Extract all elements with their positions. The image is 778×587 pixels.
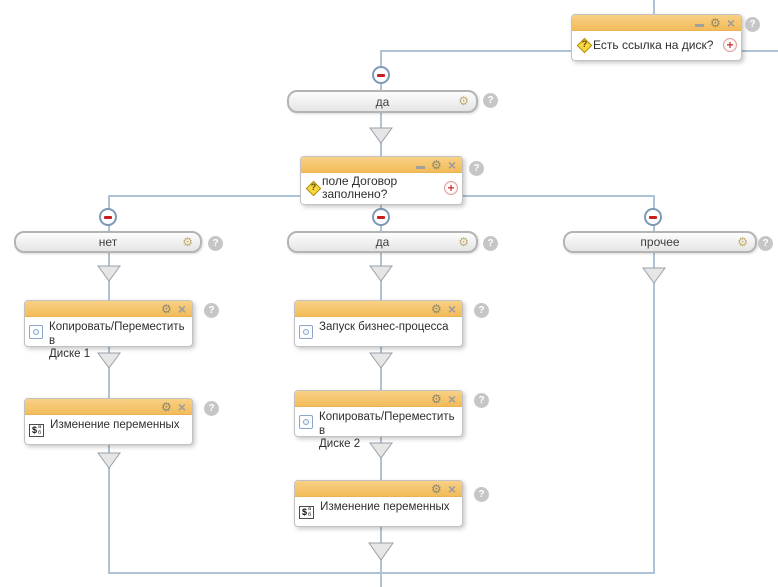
help-icon[interactable]: ? <box>474 393 489 408</box>
branch-label-other[interactable]: прочее ⚙ <box>563 231 757 253</box>
help-icon[interactable]: ? <box>758 236 773 251</box>
gear-icon[interactable]: ⚙ <box>458 94 469 108</box>
activity-block-start-bp[interactable]: ⚙ × Запуск бизнес-процесса <box>294 300 463 347</box>
branch-label-text: нет <box>98 235 118 249</box>
block-header: ⚙ × <box>295 391 462 407</box>
add-branch-button[interactable]: + <box>444 181 458 195</box>
gear-icon[interactable]: ⚙ <box>161 399 172 414</box>
block-header: ⚙ × <box>301 157 462 173</box>
collapse-branch-button[interactable] <box>372 208 390 226</box>
collapse-branch-button[interactable] <box>372 66 390 84</box>
minus-icon <box>377 216 385 219</box>
activity-title: Изменение переменных <box>50 419 180 431</box>
minus-icon <box>649 216 657 219</box>
condition-title: Есть ссылка на диск? <box>593 37 714 52</box>
collapse-branch-button[interactable] <box>99 208 117 226</box>
connector-line <box>108 572 655 574</box>
block-body: Копировать/Переместить в Диске 1 <box>25 317 192 360</box>
close-icon[interactable]: × <box>447 390 456 407</box>
help-icon[interactable]: ? <box>204 303 219 318</box>
condition-icon: ? <box>305 180 322 197</box>
help-icon[interactable]: ? <box>474 487 489 502</box>
help-icon[interactable]: ? <box>204 401 219 416</box>
activity-block-copy-disk1[interactable]: ⚙ × Копировать/Переместить в Диске 1 <box>24 300 193 360</box>
flow-arrow-icon <box>369 352 393 369</box>
branch-label-text: да <box>375 94 390 109</box>
close-icon[interactable]: × <box>447 156 456 173</box>
help-icon[interactable]: ? <box>474 303 489 318</box>
help-icon[interactable]: ? <box>208 236 223 251</box>
flow-arrow-icon <box>369 127 393 144</box>
block-header: ⚙ × <box>25 399 192 415</box>
activity-title: Копировать/Переместить в Диске 2 <box>319 411 455 450</box>
close-icon[interactable]: × <box>177 300 186 317</box>
close-icon[interactable]: × <box>726 14 735 31</box>
add-branch-button[interactable]: + <box>723 38 737 52</box>
gear-icon[interactable]: ⚙ <box>431 157 442 172</box>
block-body: ? Есть ссылка на диск? + <box>572 31 741 59</box>
connector-line <box>653 195 655 574</box>
close-icon[interactable]: × <box>177 398 186 415</box>
help-icon[interactable]: ? <box>483 236 498 251</box>
activity-block-copy-disk2[interactable]: ⚙ × Копировать/Переместить в Диске 2 <box>294 390 463 450</box>
minimize-icon[interactable] <box>416 166 426 169</box>
branch-label-text: прочее <box>640 235 680 249</box>
flow-arrow-icon <box>369 265 393 282</box>
condition-block-disk-link[interactable]: ⚙ × ? Есть ссылка на диск? + <box>571 14 742 61</box>
close-icon[interactable]: × <box>447 300 456 317</box>
activity-icon <box>299 325 313 339</box>
gear-icon[interactable]: ⚙ <box>182 235 193 249</box>
condition-block-contract[interactable]: ⚙ × ? поле Договор заполнено? + <box>300 156 463 205</box>
block-body: Запуск бизнес-процесса <box>295 317 462 345</box>
gear-icon[interactable]: ⚙ <box>737 235 748 249</box>
branch-label-yes[interactable]: да ⚙ <box>287 231 478 253</box>
block-header: ⚙ × <box>572 15 741 31</box>
flow-arrow-icon <box>97 452 121 469</box>
flow-arrow-icon <box>97 352 121 369</box>
activity-title: Изменение переменных <box>320 501 450 513</box>
minus-icon <box>377 74 385 77</box>
minimize-icon[interactable] <box>695 24 705 27</box>
activity-title: Запуск бизнес-процесса <box>319 321 449 333</box>
gear-icon[interactable]: ⚙ <box>431 481 442 496</box>
gear-icon[interactable]: ⚙ <box>161 301 172 316</box>
branch-label-no[interactable]: нет ⚙ <box>14 231 202 253</box>
block-header: ⚙ × <box>295 481 462 497</box>
gear-icon[interactable]: ⚙ <box>710 15 721 30</box>
close-icon[interactable]: × <box>447 480 456 497</box>
activity-icon <box>29 325 43 339</box>
flow-arrow-icon <box>369 442 393 459</box>
gear-icon[interactable]: ⚙ <box>431 391 442 406</box>
branch-label-text: да <box>375 235 390 249</box>
gear-icon[interactable]: ⚙ <box>431 301 442 316</box>
branch-label-yes-top[interactable]: да ⚙ <box>287 90 478 113</box>
minus-icon <box>104 216 112 219</box>
help-icon[interactable]: ? <box>469 161 484 176</box>
block-body: ? поле Договор заполнено? + <box>301 173 462 203</box>
activity-icon <box>299 415 313 429</box>
block-body: Копировать/Переместить в Диске 2 <box>295 407 462 450</box>
gear-icon[interactable]: ⚙ <box>458 235 469 249</box>
flow-arrow-icon <box>368 542 394 561</box>
collapse-branch-button[interactable] <box>644 208 662 226</box>
block-header: ⚙ × <box>295 301 462 317</box>
connector-line <box>653 0 655 14</box>
block-header: ⚙ × <box>25 301 192 317</box>
condition-title: поле Договор заполнено? <box>322 174 398 201</box>
help-icon[interactable]: ? <box>745 17 760 32</box>
connector-line <box>108 195 110 574</box>
condition-icon: ? <box>576 37 593 54</box>
help-icon[interactable]: ? <box>483 93 498 108</box>
activity-title: Копировать/Переместить в Диске 1 <box>49 321 185 360</box>
flow-arrow-icon <box>642 267 666 284</box>
flow-arrow-icon <box>97 265 121 282</box>
